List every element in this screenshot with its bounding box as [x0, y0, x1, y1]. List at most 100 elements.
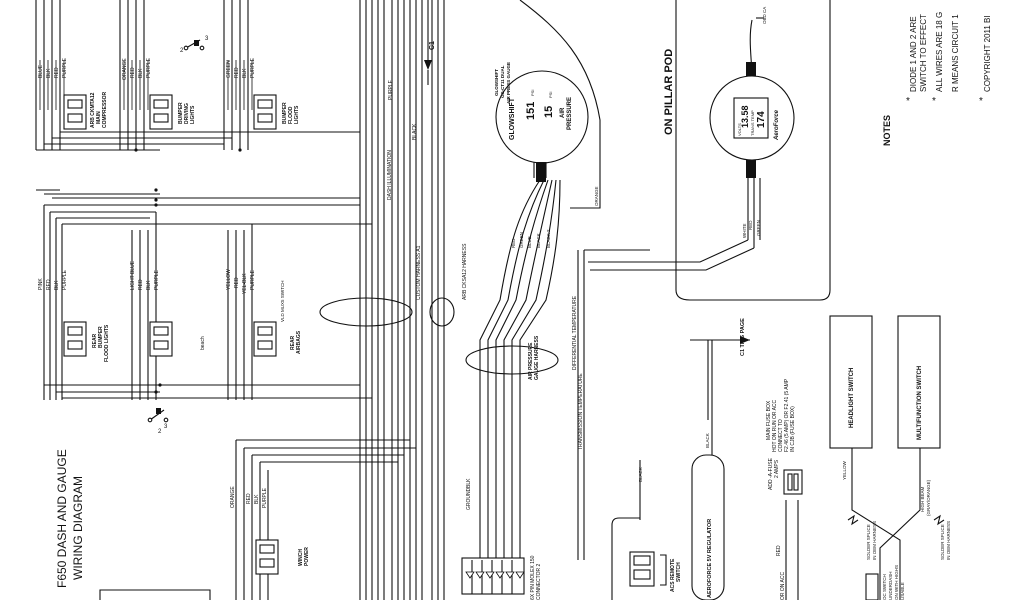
wire-label: PURPLE [154, 269, 160, 290]
svg-text:OC SWITCH: OC SWITCH [882, 574, 887, 600]
svg-text:PSI: PSI [530, 90, 535, 96]
switch-bumper-driving: ORANGE RED BLK PURPLE BUMPER DRIVING LIG… [122, 36, 209, 130]
svg-text:BLUE: BLUE [527, 236, 532, 248]
svg-text:BLACK 2: BLACK 2 [546, 229, 551, 248]
wire-label: PINK [38, 278, 44, 290]
svg-text:MAIN FUSE BOX: MAIN FUSE BOX [766, 400, 772, 440]
wire-label: BLK [146, 280, 152, 290]
svg-text:C1: C1 [429, 41, 436, 50]
switch-label: BUMPER [282, 102, 288, 124]
wire-label: BLUE [38, 64, 44, 78]
molex-connector: 6X PIN MOLEX 150 CONNECTOR 2 [461, 555, 542, 600]
wire-label: RED [130, 67, 136, 78]
switch-label: LIGHTS [190, 105, 196, 124]
wire-label: BLK [138, 68, 144, 78]
svg-text:15: 15 [543, 106, 555, 118]
svg-text:UNDERDASH: UNDERDASH [888, 571, 893, 600]
svg-text:2: 2 [180, 48, 184, 54]
svg-text:ARB CKSA12 HARNESS: ARB CKSA12 HARNESS [462, 243, 468, 300]
svg-text:GLOWSHIFT: GLOWSHIFT [494, 69, 499, 96]
svg-text:RED: RED [776, 545, 782, 556]
svg-text:USABLE: USABLE [900, 582, 905, 600]
switch-label: DRIVING [184, 103, 190, 124]
switch-label: FLOOD LIGHTS [104, 324, 110, 362]
svg-text:AIR PRESS GAUGE: AIR PRESS GAUGE [506, 62, 511, 104]
svg-text:SWITCH: SWITCH [676, 562, 682, 582]
toggle-symbol-left: 2 3 [147, 408, 169, 435]
switch-label: REAR [92, 333, 98, 348]
svg-text:BLACK: BLACK [705, 433, 710, 448]
svg-text:HEADLIGHT SWITCH: HEADLIGHT SWITCH [849, 368, 855, 428]
wire-label: RED [234, 67, 240, 78]
svg-text:AeroForce: AeroForce [774, 109, 780, 141]
title-line-2: WIRING DIAGRAM [71, 476, 85, 580]
wire-label: RED [46, 279, 52, 290]
wire-label: YEL-BLK [242, 273, 248, 294]
svg-text:TRANSMISSION TEMPERATURE: TRANSMISSION TEMPERATURE [578, 373, 584, 450]
wire-label: BLK [242, 68, 248, 78]
svg-text:*: * [906, 96, 910, 107]
svg-text:AEROFORCE 5V REGULATOR: AEROFORCE 5V REGULATOR [707, 519, 713, 598]
svg-text:IN OEM HARNESS: IN OEM HARNESS [872, 521, 877, 560]
wire-label: YELLOW [226, 269, 232, 290]
wire-label: RED [246, 493, 252, 504]
note-line: SWITCH TO EFFECT [919, 14, 928, 92]
svg-text:C1 THIS PAGE: C1 THIS PAGE [740, 318, 746, 356]
wire-label: GREEN [226, 60, 232, 78]
svg-text:SOLDER SPLICE: SOLDER SPLICE [866, 524, 871, 560]
svg-text:BLACK: BLACK [638, 467, 643, 482]
note-line: DIODE 1 AND 2 ARE [909, 16, 918, 92]
headlight-switch: HEADLIGHT SWITCH YELLOW SOLDER SPLICE IN… [829, 315, 901, 600]
bottom-box [99, 589, 211, 600]
svg-text:ADD -A-FUSE: ADD -A-FUSE [768, 457, 774, 490]
svg-text:2 AMPS: 2 AMPS [774, 459, 780, 478]
acs-remote-switch: ACS REMOTE SWITCH [629, 551, 682, 592]
diagram-title: F650 DASH AND GAUGE WIRING DIAGRAM [55, 449, 85, 588]
svg-text:CUSTOM HARNESS A1: CUSTOM HARNESS A1 [416, 245, 422, 300]
svg-text:3: 3 [164, 424, 168, 430]
svg-text:GLOWSHIFT: GLOWSHIFT [509, 97, 516, 140]
notes-heading: NOTES [882, 115, 892, 146]
switch-extra: VLD MUX5 SWITCH [280, 280, 285, 322]
svg-text:PURPLE: PURPLE [388, 79, 394, 100]
svg-text:174: 174 [756, 111, 767, 128]
wire-label: PURPLE [262, 487, 268, 508]
note-line: R MEANS CIRCUIT 1 [951, 14, 960, 92]
svg-text:TRANS TEMP: TRANS TEMP [750, 110, 755, 136]
svg-text:3: 3 [205, 36, 209, 42]
switch-label: REAR [290, 335, 296, 350]
wire-label: BLK [46, 68, 52, 78]
svg-text:13.58: 13.58 [740, 105, 750, 128]
svg-text:6X PIN MOLEX 150: 6X PIN MOLEX 150 [530, 555, 536, 600]
section-heading: ON PILLAR POD [663, 49, 675, 135]
headlight-switch-box [829, 315, 873, 449]
multifunction-switch: MULTIFUNCTION SWITCH HIGH BEAM (GRAY/ORA… [865, 315, 951, 600]
gauge-plug [536, 162, 546, 182]
switch-label: beach [200, 336, 206, 350]
toggle-symbol: 2 3 [180, 36, 209, 54]
switch-label: LIGHTS [294, 105, 300, 124]
svg-text:IN CJB (FUSE BOX): IN CJB (FUSE BOX) [790, 406, 796, 452]
wire-label: BLK [254, 494, 260, 504]
aeroforce-regulator: BLACK BLACK AEROFORCE 5V REGULATOR [611, 340, 725, 600]
wire-label: PURPLE [250, 269, 256, 290]
switch-label: MAIN [96, 111, 102, 124]
switch-air-compressor: BLUE BLK RED PURPLE ARB CKMTA12 MAIN COM… [38, 57, 108, 130]
svg-text:BLACK: BLACK [412, 123, 418, 140]
svg-text:ORANGE: ORANGE [594, 186, 599, 206]
custom-harness-bundle [319, 297, 413, 327]
svg-text:151: 151 [525, 102, 537, 120]
svg-text:CONNECTOR 2: CONNECTOR 2 [536, 563, 542, 600]
multifunction-switch-box [897, 315, 941, 449]
switch-label: AIRBAGS [296, 330, 302, 354]
switch-label: BUMPER [178, 102, 184, 124]
wire-label: PURPLE [250, 57, 256, 78]
note-line: COPYRIGHT 2011 BI [983, 15, 992, 92]
svg-text:BLACK: BLACK [536, 233, 541, 248]
switch-row-top: BLUE BLK RED PURPLE ARB CKMTA12 MAIN COM… [35, 0, 360, 202]
svg-text:F2.46 (5 AMP) OR F2.41 (5 AMP: F2.46 (5 AMP) OR F2.41 (5 AMP [784, 378, 790, 452]
svg-text:WHITE: WHITE [742, 224, 747, 239]
wire-label: BLK [54, 280, 60, 290]
switch-winch-power: ORANGE RED BLK PURPLE WINCH POWER [230, 439, 416, 600]
